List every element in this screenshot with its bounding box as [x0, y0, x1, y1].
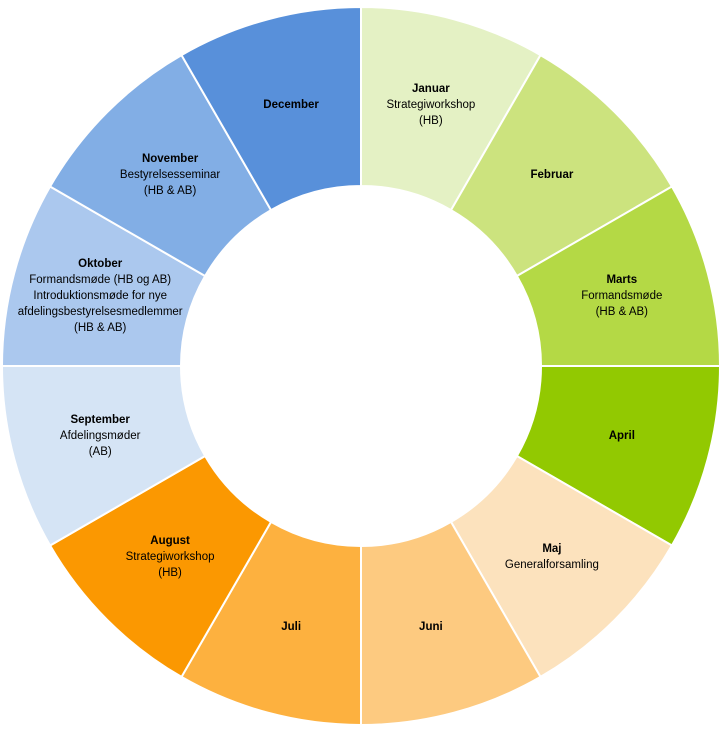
- event-line: (HB & AB): [596, 306, 649, 318]
- month-title: November: [142, 153, 199, 165]
- label-april: April: [609, 430, 635, 442]
- month-title: August: [150, 535, 190, 547]
- wheel-segments: [0, 5, 722, 727]
- segment-december: [180, 5, 362, 212]
- event-line: Introduktionsmøde for nye: [33, 290, 167, 302]
- event-line: Strategiworkshop: [126, 551, 215, 563]
- label-juli: Juli: [281, 621, 301, 633]
- event-line: (HB & AB): [74, 322, 127, 334]
- month-title: Juni: [419, 621, 443, 633]
- month-title: Juli: [281, 621, 301, 633]
- event-line: (HB): [158, 567, 182, 579]
- label-juni: Juni: [419, 621, 443, 633]
- event-line: Strategiworkshop: [386, 99, 475, 111]
- event-line: Generalforsamling: [505, 559, 599, 571]
- month-title: Oktober: [78, 258, 123, 270]
- event-line: Formandsmøde (HB og AB): [29, 274, 171, 286]
- event-line: (AB): [89, 446, 112, 458]
- month-title: Marts: [606, 274, 637, 286]
- event-line: Afdelingsmøder: [60, 430, 141, 442]
- month-title: September: [70, 414, 130, 426]
- month-title: Februar: [531, 169, 574, 181]
- month-title: Januar: [412, 83, 450, 95]
- label-februar: Februar: [531, 169, 574, 181]
- event-line: afdelingsbestyrelsesmedlemmer: [18, 306, 183, 318]
- event-line: (HB & AB): [144, 185, 197, 197]
- month-title: April: [609, 430, 635, 442]
- label-december: December: [263, 99, 319, 111]
- event-line: Bestyrelsesseminar: [120, 169, 221, 181]
- event-line: Formandsmøde: [581, 290, 662, 302]
- event-line: (HB): [419, 115, 443, 127]
- month-title: Maj: [542, 543, 561, 555]
- month-title: December: [263, 99, 319, 111]
